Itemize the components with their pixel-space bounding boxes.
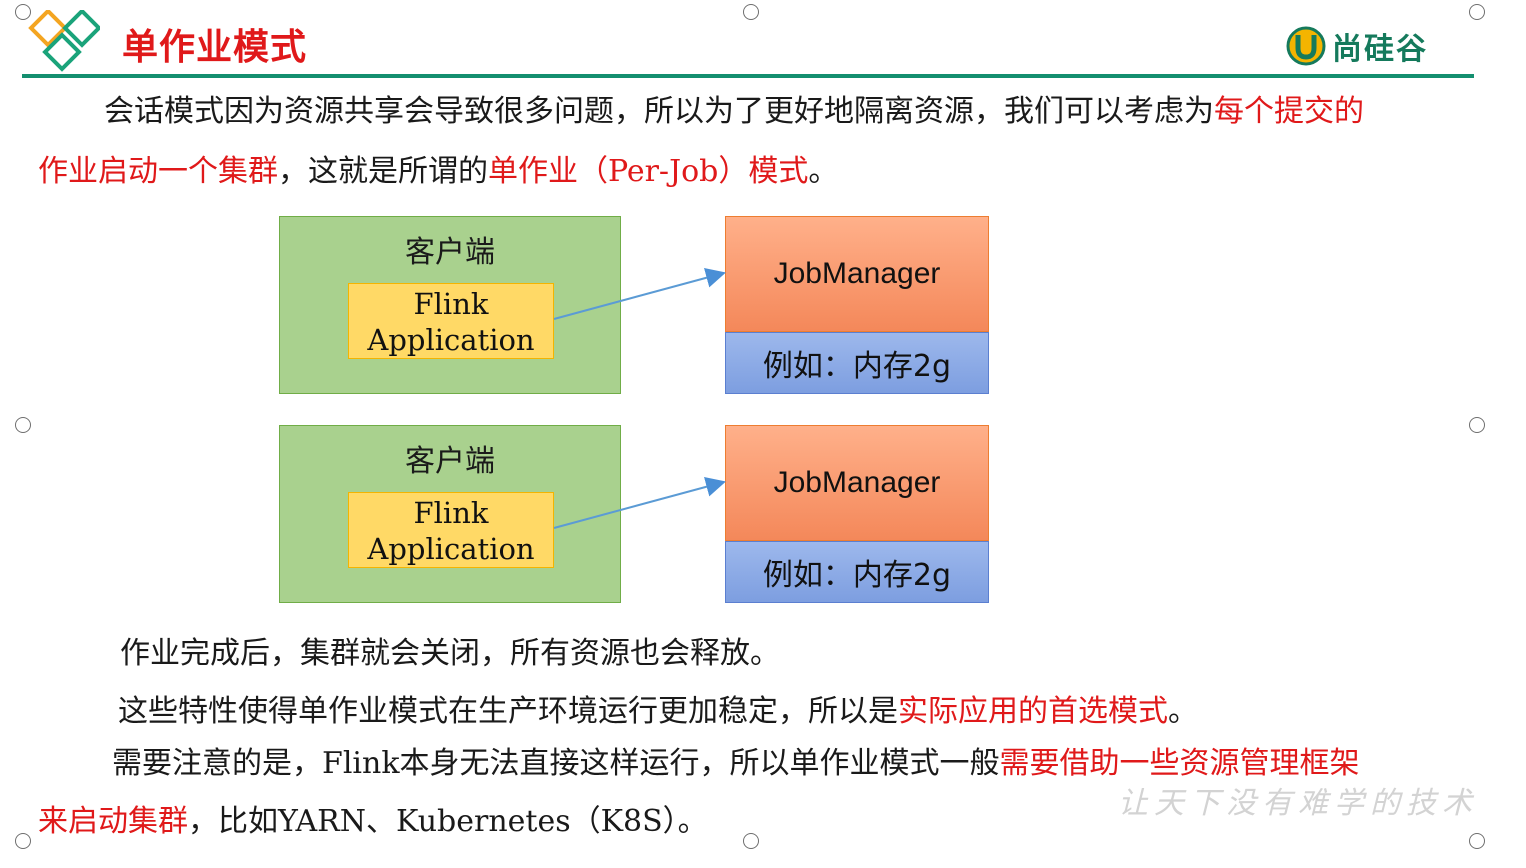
arrow-to-jobmanager [553, 268, 726, 320]
selection-handle-top-right[interactable] [1469, 4, 1485, 20]
app-label-line-1: Flink [413, 287, 489, 321]
body-highlight: 来启动集群 [38, 804, 188, 839]
intro-text: 。 [808, 154, 839, 189]
flink-application-box: Flink Application [348, 283, 554, 359]
selection-handle-top-center[interactable] [743, 4, 759, 20]
body-text: 作业完成后，集群就会关闭，所有资源也会释放。 [120, 636, 780, 671]
app-label-line-2: Application [367, 532, 535, 566]
body-highlight: 需要借助一些资源管理框架 [999, 746, 1360, 781]
watermark-slogan: 让天下没有难学的技术 [1118, 786, 1478, 821]
jobmanager-box: JobManager [725, 216, 989, 332]
jobmanager-box: JobManager [725, 425, 989, 541]
memory-box: 例如：内存2g [725, 541, 989, 603]
brand-logo: 尚硅谷 [1286, 24, 1428, 68]
intro-highlight: 单作业（Per-Job）模式 [488, 154, 809, 189]
intro-highlight: 每个提交的 [1214, 94, 1364, 129]
body-line-1: 作业完成后，集群就会关闭，所有资源也会释放。 [120, 634, 780, 674]
app-label-line-2: Application [367, 323, 535, 357]
intro-text: 会话模式因为资源共享会导致很多问题，所以为了更好地隔离资源，我们可以考虑为 [104, 94, 1214, 129]
memory-box: 例如：内存2g [725, 332, 989, 394]
selection-handle-bottom-center[interactable] [743, 833, 759, 849]
body-text: 这些特性使得单作业模式在生产环境运行更加稳定，所以是 [118, 694, 898, 729]
title-underline [22, 74, 1474, 78]
body-line-3: 需要注意的是，Flink本身无法直接这样运行，所以单作业模式一般需要借助一些资源… [112, 744, 1360, 784]
selection-handle-bottom-left[interactable] [15, 833, 31, 849]
client-box: 客户端 Flink Application [279, 425, 621, 603]
app-label-line-1: Flink [413, 496, 489, 530]
intro-highlight: 作业启动一个集群 [38, 154, 278, 189]
client-box: 客户端 Flink Application [279, 216, 621, 394]
body-line-4: 来启动集群，比如YARN、Kubernetes（K8S）。 [38, 802, 708, 842]
client-label: 客户端 [405, 444, 495, 479]
intro-line-1: 会话模式因为资源共享会导致很多问题，所以为了更好地隔离资源，我们可以考虑为每个提… [104, 92, 1364, 132]
selection-handle-top-left[interactable] [15, 4, 31, 20]
body-text: 。 [1168, 694, 1198, 729]
body-text: 需要注意的是，Flink本身无法直接这样运行，所以单作业模式一般 [112, 746, 1000, 781]
body-highlight: 实际应用的首选模式 [898, 694, 1168, 729]
arrow-to-jobmanager [553, 477, 726, 529]
flink-application-box: Flink Application [348, 492, 554, 568]
intro-text: ，这就是所谓的 [278, 154, 488, 189]
brand-u-icon [1286, 26, 1326, 66]
body-line-2: 这些特性使得单作业模式在生产环境运行更加稳定，所以是实际应用的首选模式。 [118, 692, 1198, 732]
slide-title: 单作业模式 [122, 27, 308, 68]
title-diamond-icon [28, 10, 100, 72]
client-label: 客户端 [405, 235, 495, 270]
selection-handle-bottom-right[interactable] [1469, 833, 1485, 849]
selection-handle-middle-left[interactable] [15, 417, 31, 433]
selection-handle-middle-right[interactable] [1469, 417, 1485, 433]
body-text: ，比如YARN、Kubernetes（K8S）。 [188, 804, 708, 839]
brand-name: 尚硅谷 [1332, 32, 1428, 67]
intro-line-2: 作业启动一个集群，这就是所谓的单作业（Per-Job）模式。 [38, 152, 838, 192]
